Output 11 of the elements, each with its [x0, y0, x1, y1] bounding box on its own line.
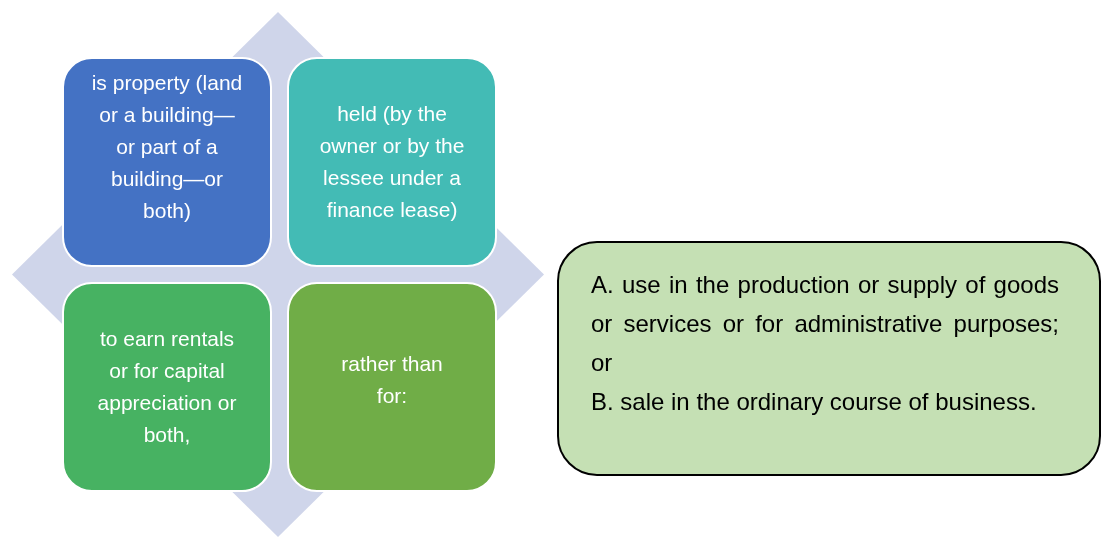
note-text: A. use in the production or supply of goods or services or for administrative purposes; or: [591, 270, 1059, 378]
box-text: to earn rentals or for capital appreciation or both,: [96, 326, 238, 448]
rounded-box: [62, 282, 272, 492]
note-box: [557, 241, 1101, 476]
note-text: B. sale in the ordinary course of business.: [591, 387, 1038, 417]
rounded-box: [287, 57, 497, 267]
box-text: rather than for:: [340, 351, 444, 409]
rounded-box: [287, 282, 497, 492]
rounded-box: [62, 57, 272, 267]
box-text: held (by the owner or by the lessee under a finance lease): [318, 101, 466, 223]
box-text: is property (land or a building—or part of a building—or both): [90, 70, 244, 224]
